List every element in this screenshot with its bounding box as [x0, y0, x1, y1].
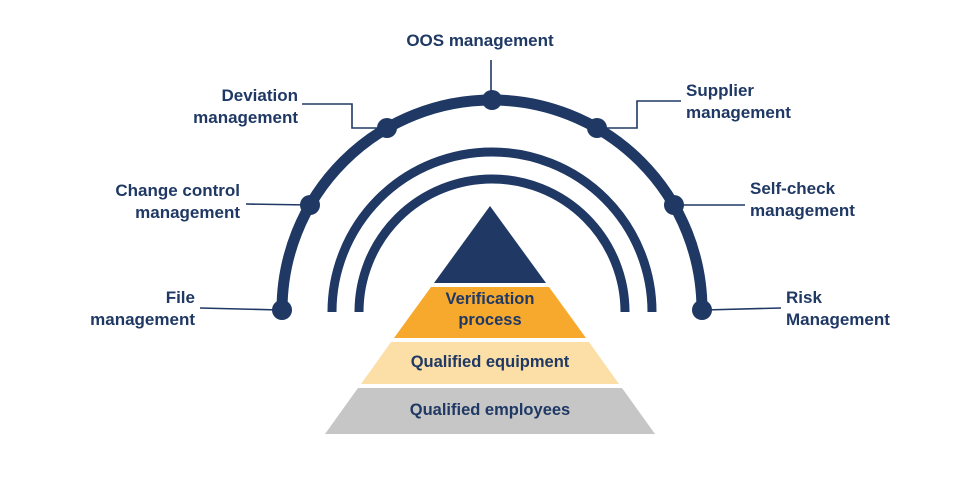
label-verification-process: Verification process	[445, 290, 535, 329]
dot-oos-management	[482, 90, 502, 110]
label-qualified-equipment: Qualified equipment	[410, 353, 570, 371]
pyramid-apex-triangle	[434, 206, 546, 283]
label-risk-management: Risk Management	[786, 288, 890, 330]
label-supplier-management: Supplier management	[686, 81, 791, 123]
inner-arc	[354, 174, 630, 313]
label-qualified-employees: Qualified employees	[409, 401, 571, 419]
leader-line-deviation	[302, 103, 387, 129]
leader-line-supplier	[597, 100, 681, 129]
pyramid-level-qualified-employees	[325, 388, 655, 434]
middle-arc	[327, 147, 657, 313]
dot-self-check-management	[664, 195, 684, 215]
dot-risk-management	[692, 300, 712, 320]
dot-file-management	[272, 300, 292, 320]
leader-line-risk	[703, 307, 782, 311]
dot-deviation-management	[377, 118, 397, 138]
leader-line-file	[199, 307, 281, 311]
label-deviation-management: Deviation management	[193, 86, 298, 128]
pyramid-level-qualified-equipment	[361, 342, 619, 384]
leader-line-change-control	[245, 203, 311, 206]
label-file-management: File management	[90, 288, 195, 330]
label-oos-management: OOS management	[406, 31, 554, 50]
dot-supplier-management	[587, 118, 607, 138]
label-change-control-management: Change control management	[115, 181, 240, 223]
pyramid-level-verification-process	[394, 287, 586, 338]
label-self-check-management: Self-check management	[750, 179, 855, 221]
dot-change-control-management	[300, 195, 320, 215]
